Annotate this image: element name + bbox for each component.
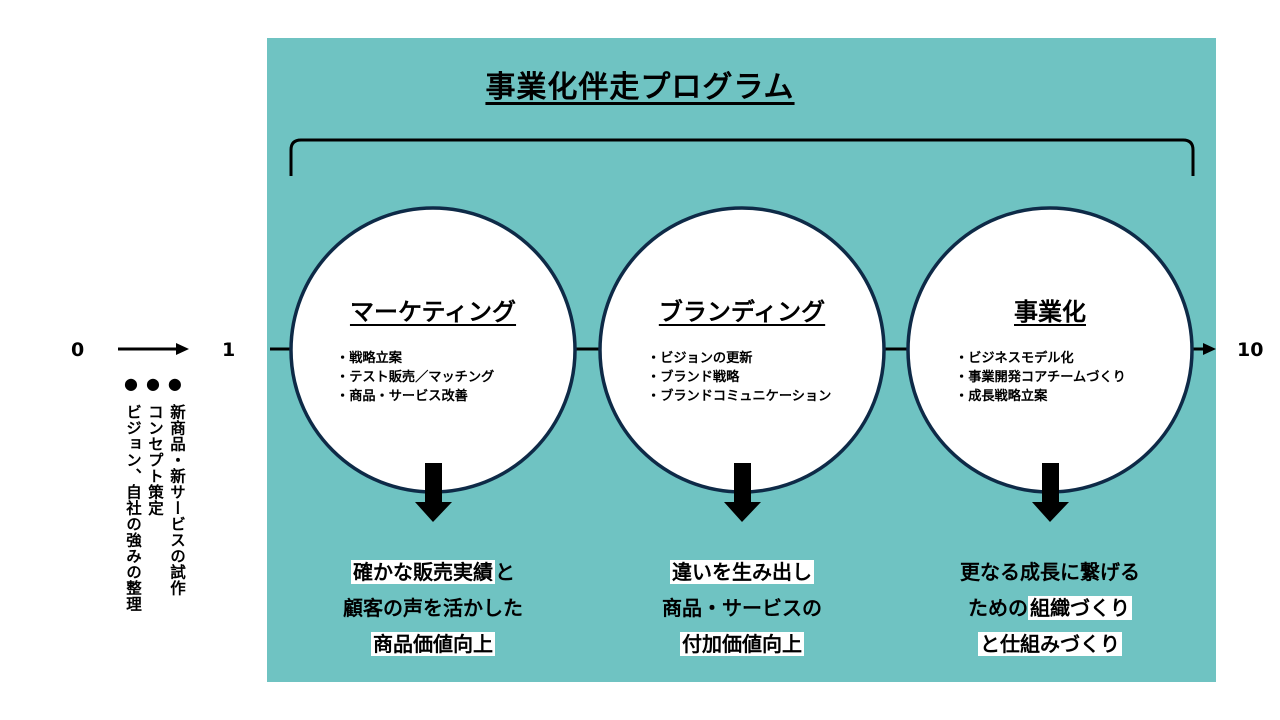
outcome-line: と仕組みづくり xyxy=(900,626,1200,662)
outcome-line: ための組織づくり xyxy=(900,590,1200,626)
stage-outcome-business: 更なる成長に繋げるための組織づくりと仕組みづくり xyxy=(900,554,1200,662)
stage-bullets-branding: ビジョンの更新 ブランド戦略 ブランドコミュニケーション xyxy=(647,349,831,406)
stage-outcome-marketing: 確かな販売実績と顧客の声を活かした商品価値向上 xyxy=(283,554,583,662)
outcome-text: と xyxy=(495,560,515,584)
stage-bullet: 商品・サービス改善 xyxy=(336,387,494,406)
down-arrow-branding xyxy=(724,463,761,522)
pre-phase-dots: ●●● xyxy=(124,374,190,393)
stage-bullet: 戦略立案 xyxy=(336,349,494,368)
timeline-arrowhead xyxy=(1203,343,1216,355)
outcome-line: 更なる成長に繋げる xyxy=(900,554,1200,590)
outcome-text: ための xyxy=(968,596,1028,620)
stage-title-business: 事業化 xyxy=(1014,298,1086,326)
stage-bullet: 事業開発コアチームづくり xyxy=(955,368,1126,387)
outcome-line: 商品・サービスの xyxy=(592,590,892,626)
outcome-highlight: 確かな販売実績 xyxy=(351,560,495,584)
stage-bullet: テスト販売／マッチング xyxy=(336,368,494,387)
outcome-text: 顧客の声を活かした xyxy=(343,596,523,620)
outcome-line: 確かな販売実績と xyxy=(283,554,583,590)
scale-start: 0 xyxy=(71,339,85,361)
stage-outcome-branding: 違いを生み出し商品・サービスの付加価値向上 xyxy=(592,554,892,662)
outcome-text: 商品・サービスの xyxy=(662,596,822,620)
program-bracket xyxy=(289,138,1195,176)
scale-mid: 1 xyxy=(222,339,236,361)
outcome-highlight: 組織づくり xyxy=(1028,596,1132,620)
outcome-line: 商品価値向上 xyxy=(283,626,583,662)
outcome-highlight: と仕組みづくり xyxy=(978,632,1122,656)
stage-bullet: ビジョンの更新 xyxy=(647,349,831,368)
outcome-highlight: 違いを生み出し xyxy=(670,560,814,584)
scale-end: 10 xyxy=(1237,339,1264,361)
stage-bullets-business: ビジネスモデル化 事業開発コアチームづくり 成長戦略立案 xyxy=(955,349,1126,406)
outcome-line: 違いを生み出し xyxy=(592,554,892,590)
stage-title-branding: ブランディング xyxy=(658,298,826,326)
down-arrow-business xyxy=(1032,463,1069,522)
outcome-line: 顧客の声を活かした xyxy=(283,590,583,626)
stage-title-marketing: マーケティング xyxy=(349,298,517,326)
outcome-highlight: 付加価値向上 xyxy=(680,632,804,656)
pre-phase-item: コンセプト策定 xyxy=(146,404,164,516)
stage-bullet: ブランド戦略 xyxy=(647,368,831,387)
program-title: 事業化伴走プログラム xyxy=(485,70,795,105)
down-arrow-marketing xyxy=(415,463,452,522)
outcome-highlight: 商品価値向上 xyxy=(371,632,495,656)
stage-bullet: 成長戦略立案 xyxy=(955,387,1126,406)
pre-phase-item: 新商品・新サービスの試作 xyxy=(168,404,186,596)
stage-bullet: ビジネスモデル化 xyxy=(955,349,1126,368)
pre-arrow-head xyxy=(176,343,189,355)
stage-bullet: ブランドコミュニケーション xyxy=(647,387,831,406)
outcome-text: 更なる成長に繋げる xyxy=(960,560,1140,584)
pre-phase-item: ビジョン、自社の強みの整理 xyxy=(124,404,142,612)
stage-bullets-marketing: 戦略立案 テスト販売／マッチング 商品・サービス改善 xyxy=(336,349,494,406)
outcome-line: 付加価値向上 xyxy=(592,626,892,662)
